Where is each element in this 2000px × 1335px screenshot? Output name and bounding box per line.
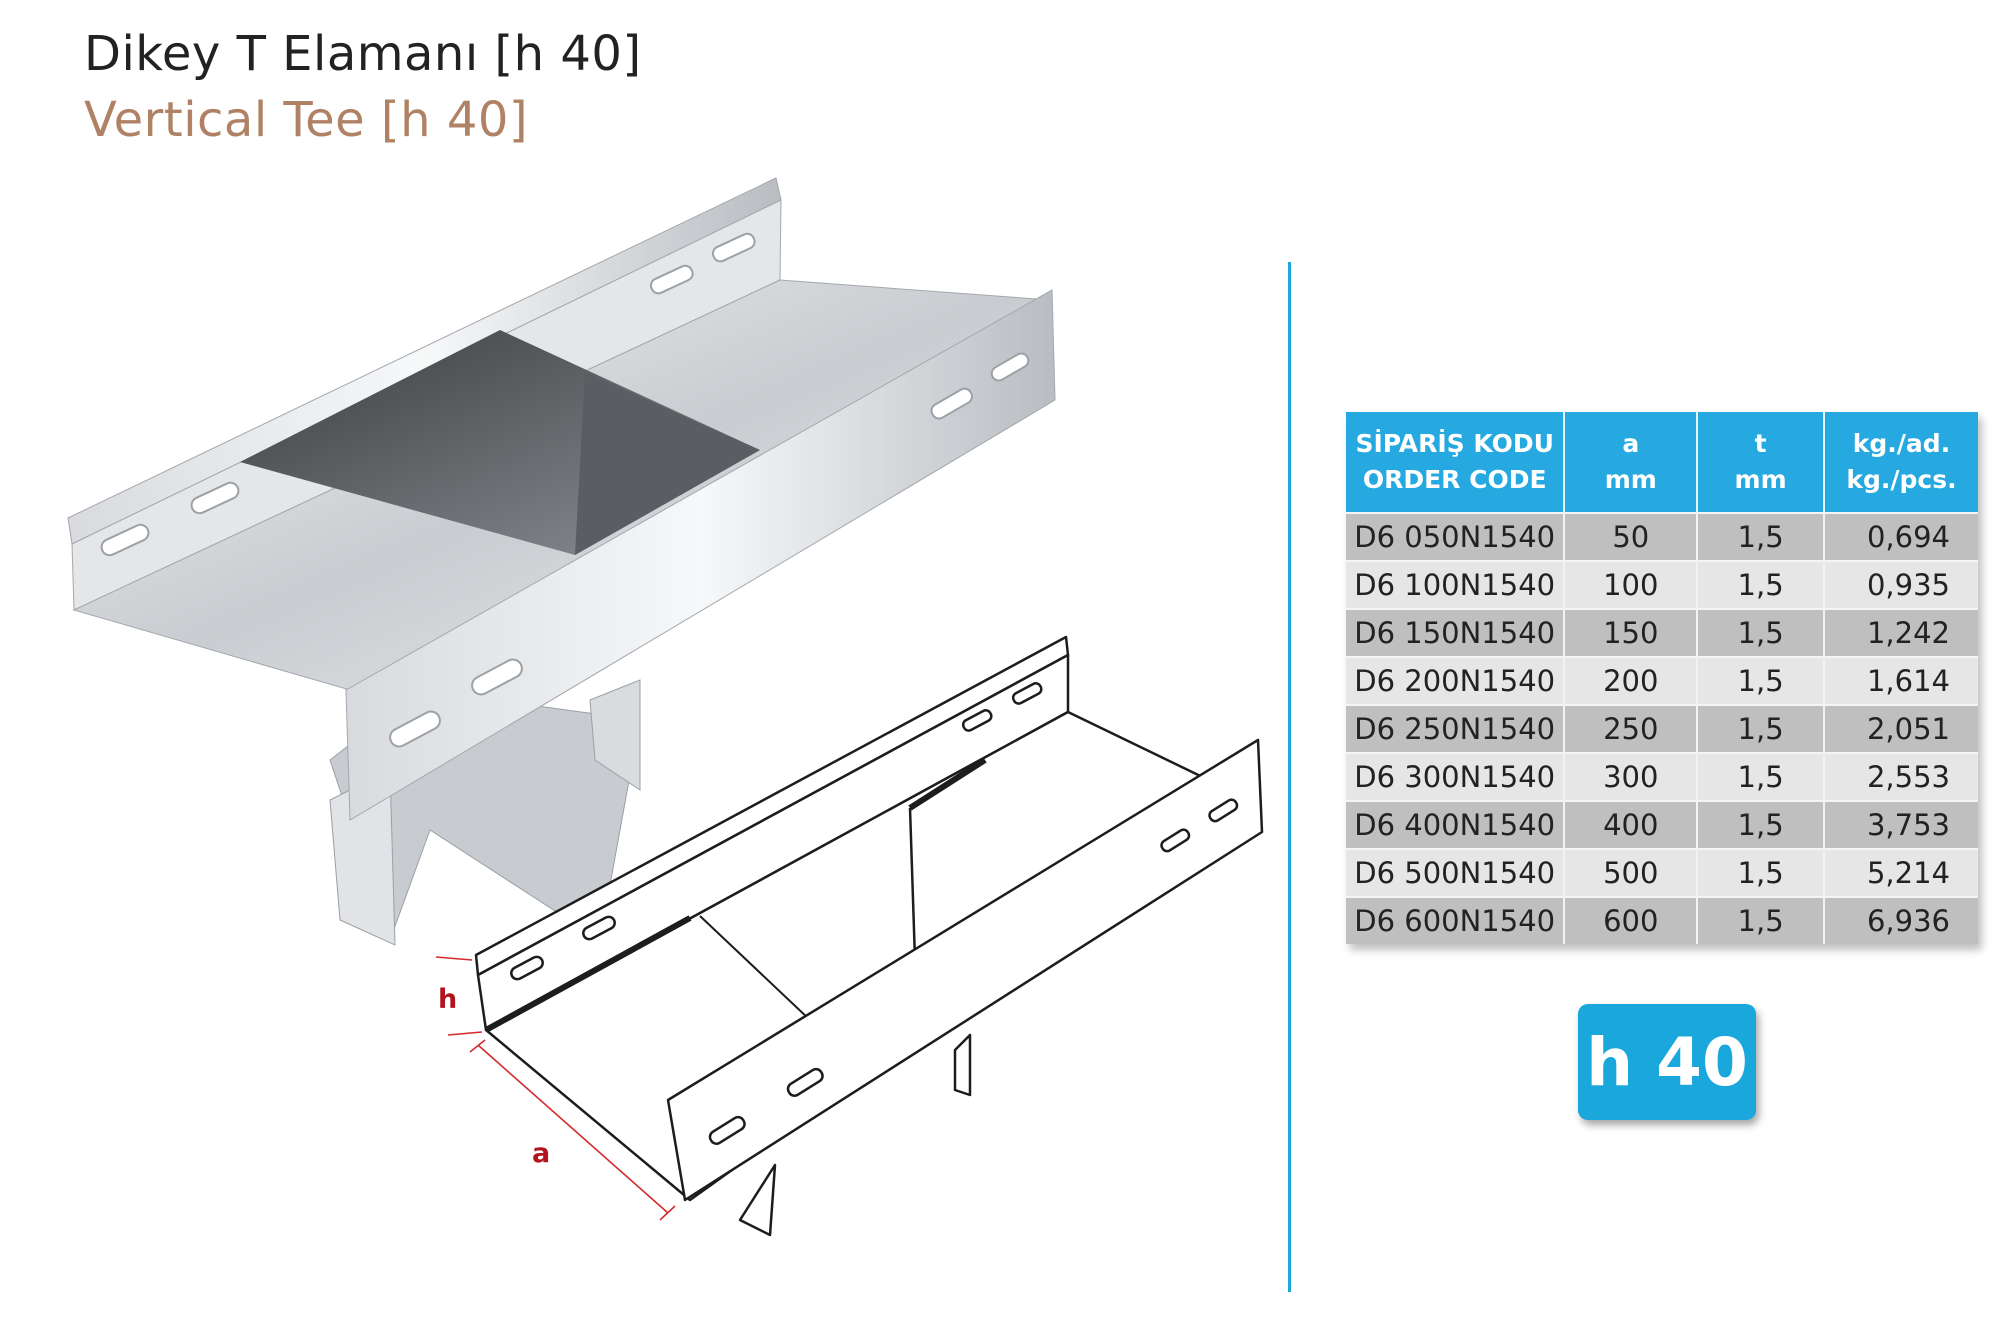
- a-mm-cell: 100: [1564, 560, 1699, 609]
- t-mm-cell: 1,5: [1697, 896, 1825, 944]
- order-code-cell: D6 400N1540: [1346, 800, 1566, 849]
- order-code-cell: D6 150N1540: [1346, 608, 1566, 657]
- vertical-divider: [1288, 262, 1291, 1292]
- a-mm-cell: 50: [1564, 512, 1699, 561]
- order-code-cell: D6 500N1540: [1346, 848, 1566, 897]
- weight-cell: 3,753: [1824, 800, 1978, 849]
- a-mm-cell: 250: [1564, 704, 1699, 753]
- order-code-cell: D6 200N1540: [1346, 656, 1566, 705]
- weight-cell: 0,694: [1824, 512, 1978, 561]
- order-code-cell: D6 050N1540: [1346, 512, 1566, 561]
- t-mm-cell: 1,5: [1697, 704, 1825, 753]
- product-illustration: [67, 177, 1264, 1237]
- dimension-lines: [435, 956, 676, 1221]
- order-code-cell: D6 300N1540: [1346, 752, 1566, 801]
- a-mm-cell: 150: [1564, 608, 1699, 657]
- weight-cell: 2,051: [1824, 704, 1978, 753]
- a-mm-cell: 400: [1564, 800, 1699, 849]
- t-mm-cell: 1,5: [1697, 608, 1825, 657]
- weight-cell: 1,242: [1824, 608, 1978, 657]
- order-code-cell: D6 100N1540: [1346, 560, 1566, 609]
- page-title-english: Vertical Tee [h 40]: [84, 92, 529, 148]
- a-mm-cell: 500: [1564, 848, 1699, 897]
- header-weight: kg./ad.kg./pcs.: [1824, 412, 1978, 513]
- weight-cell: 2,553: [1824, 752, 1978, 801]
- tee-line-drawing: [474, 635, 1264, 1237]
- a-mm-cell: 200: [1564, 656, 1699, 705]
- weight-cell: 5,214: [1824, 848, 1978, 897]
- order-code-cell: D6 600N1540: [1346, 896, 1566, 944]
- weight-cell: 0,935: [1824, 560, 1978, 609]
- order-code-cell: D6 250N1540: [1346, 704, 1566, 753]
- t-mm-cell: 1,5: [1697, 560, 1825, 609]
- t-mm-cell: 1,5: [1697, 512, 1825, 561]
- t-mm-cell: 1,5: [1697, 848, 1825, 897]
- page-title-turkish: Dikey T Elamanı [h 40]: [84, 26, 642, 82]
- a-mm-cell: 600: [1564, 896, 1699, 944]
- dimension-a-label: a: [532, 1138, 551, 1169]
- a-mm-cell: 300: [1564, 752, 1699, 801]
- h40-badge: h 40: [1578, 1004, 1756, 1120]
- weight-cell: 1,614: [1824, 656, 1978, 705]
- t-mm-cell: 1,5: [1697, 752, 1825, 801]
- t-mm-cell: 1,5: [1697, 656, 1825, 705]
- weight-cell: 6,936: [1824, 896, 1978, 944]
- dimension-h-label: h: [438, 984, 458, 1015]
- rendered-tee-photo: [67, 177, 1056, 946]
- t-mm-cell: 1,5: [1697, 800, 1825, 849]
